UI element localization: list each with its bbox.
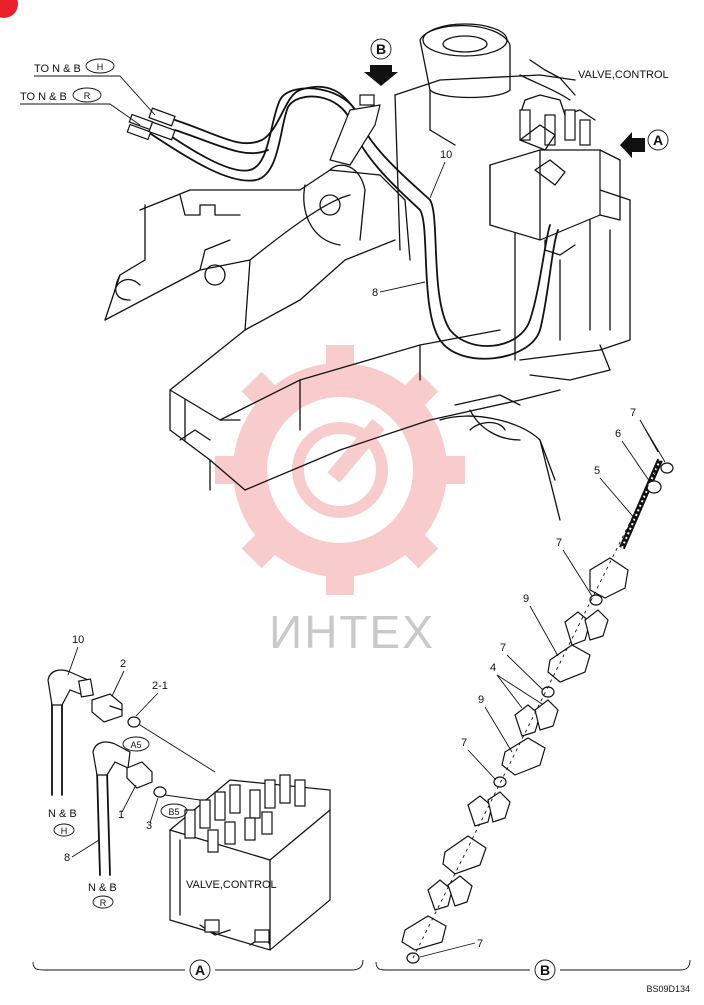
section-b-bracket: B: [375, 959, 691, 981]
svg-text:A: A: [653, 132, 663, 148]
part-number-2-1: 2-1: [152, 680, 168, 692]
tag-b5: B5: [160, 803, 188, 819]
machine-frame: [104, 23, 631, 521]
part-number-3: 3: [146, 820, 152, 832]
svg-text:H: H: [97, 62, 104, 72]
hose-8-detail: [92, 741, 131, 876]
svg-text:R: R: [100, 898, 107, 908]
control-valve-detail: [139, 724, 331, 951]
control-valve-top: [489, 59, 621, 256]
hose-assembly-top: [126, 85, 566, 360]
clamp-assembly-exploded: [401, 458, 674, 964]
part-number-7-a: 7: [630, 407, 636, 419]
part-number-8-top: 8: [372, 287, 378, 299]
part-number-7-c: 7: [500, 642, 506, 654]
svg-text:TO N & B: TO N & B: [34, 63, 81, 75]
watermark-text: ИНТЕХ: [269, 606, 435, 658]
fitting-1: [126, 761, 153, 789]
part-number-2: 2: [120, 658, 126, 670]
svg-text:A5: A5: [130, 740, 141, 750]
svg-text:A: A: [195, 962, 205, 978]
svg-text:B: B: [376, 41, 386, 57]
callout-a-top: A: [620, 129, 669, 158]
part-number-7-b: 7: [556, 537, 562, 549]
part-number-7-d: 7: [461, 737, 467, 749]
to-nb-h-label: TO N & B H: [34, 58, 156, 116]
watermark-logo: [215, 345, 465, 595]
part-number-9-a: 9: [523, 593, 529, 605]
svg-text:TO N & B: TO N & B: [20, 91, 67, 103]
fitting-2: [91, 693, 123, 723]
svg-text:N & B: N & B: [48, 808, 77, 820]
nb-r-label: N & B R: [88, 882, 117, 909]
part-number-1: 1: [118, 809, 124, 821]
svg-text:B5: B5: [168, 807, 179, 817]
valve-control-label-bottom: VALVE,CONTROL: [186, 879, 277, 891]
corner-mark: [0, 0, 18, 18]
part-number-8-bottom: 8: [64, 852, 70, 864]
part-number-10-bottom: 10: [72, 634, 84, 646]
part-number-10-top: 10: [440, 149, 452, 161]
valve-control-label-top: VALVE,CONTROL: [578, 69, 669, 81]
nb-h-label: N & B H: [48, 808, 77, 837]
to-nb-r-label: TO N & B R: [20, 87, 141, 126]
part-number-6: 6: [615, 428, 621, 440]
tag-a5: A5: [122, 736, 150, 752]
section-a-bracket: A: [32, 959, 364, 981]
drawing-code: BS09D134: [646, 984, 690, 994]
hose-10-detail: [47, 669, 94, 796]
svg-text:N & B: N & B: [88, 882, 117, 894]
o-ring-2-1: [127, 716, 141, 728]
svg-text:B: B: [540, 962, 550, 978]
o-ring-3: [153, 786, 167, 798]
callout-b-top: B: [364, 38, 398, 86]
svg-text:R: R: [84, 91, 91, 101]
part-number-9-b: 9: [478, 694, 484, 706]
part-number-5: 5: [594, 465, 600, 477]
svg-text:H: H: [61, 826, 68, 836]
part-number-4: 4: [490, 662, 496, 674]
part-number-7-e: 7: [477, 938, 483, 950]
